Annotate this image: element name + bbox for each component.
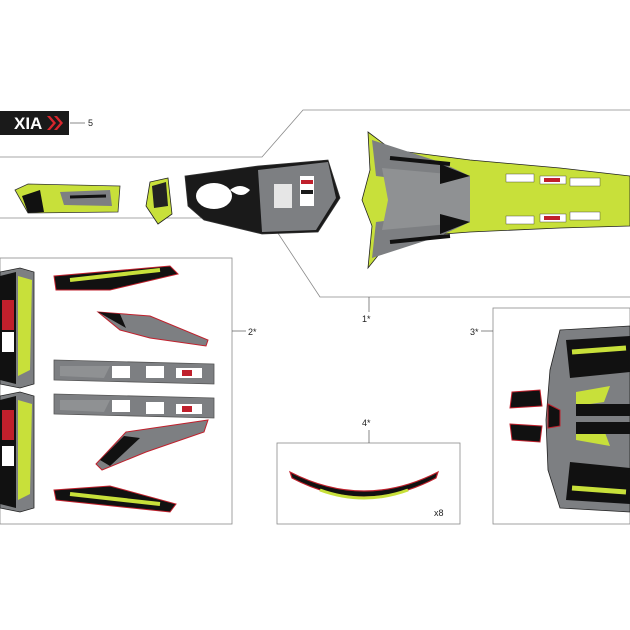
badge-text: XIA (14, 114, 42, 133)
group-1-outline (0, 109, 630, 298)
callout-2: 2* (248, 327, 257, 337)
group-4-frame (276, 442, 461, 525)
seat-center-sticker (184, 159, 341, 235)
callout-4: 4* (362, 418, 371, 428)
quantity-label: x8 (434, 508, 444, 518)
callout-3: 3* (470, 327, 479, 337)
xia-badge-sticker: XIA (0, 111, 69, 135)
swingarm-sticker-lower (53, 393, 215, 419)
small-wedge-sticker (145, 177, 173, 225)
rim-sticker (288, 470, 440, 500)
side-panel-sticker-lower (95, 419, 209, 471)
group-3-frame (492, 307, 630, 525)
number-plate-sticker (545, 325, 630, 513)
group-2-frame (0, 257, 233, 525)
number-plate-red-inserts (509, 389, 561, 443)
swingarm-sticker-upper (53, 359, 215, 385)
callout-5: 5 (88, 118, 93, 128)
callout-1: 1* (362, 314, 371, 324)
left-tank-sticker (14, 183, 121, 214)
fork-guard-sticker-top (53, 265, 179, 291)
side-panel-sticker-upper (96, 311, 209, 347)
radiator-shroud-sticker-lower (0, 391, 35, 513)
fork-guard-sticker-bottom (53, 485, 177, 513)
rear-fender-sticker (361, 131, 630, 270)
chevron-icon (47, 116, 63, 130)
radiator-shroud-sticker-upper (0, 267, 35, 389)
